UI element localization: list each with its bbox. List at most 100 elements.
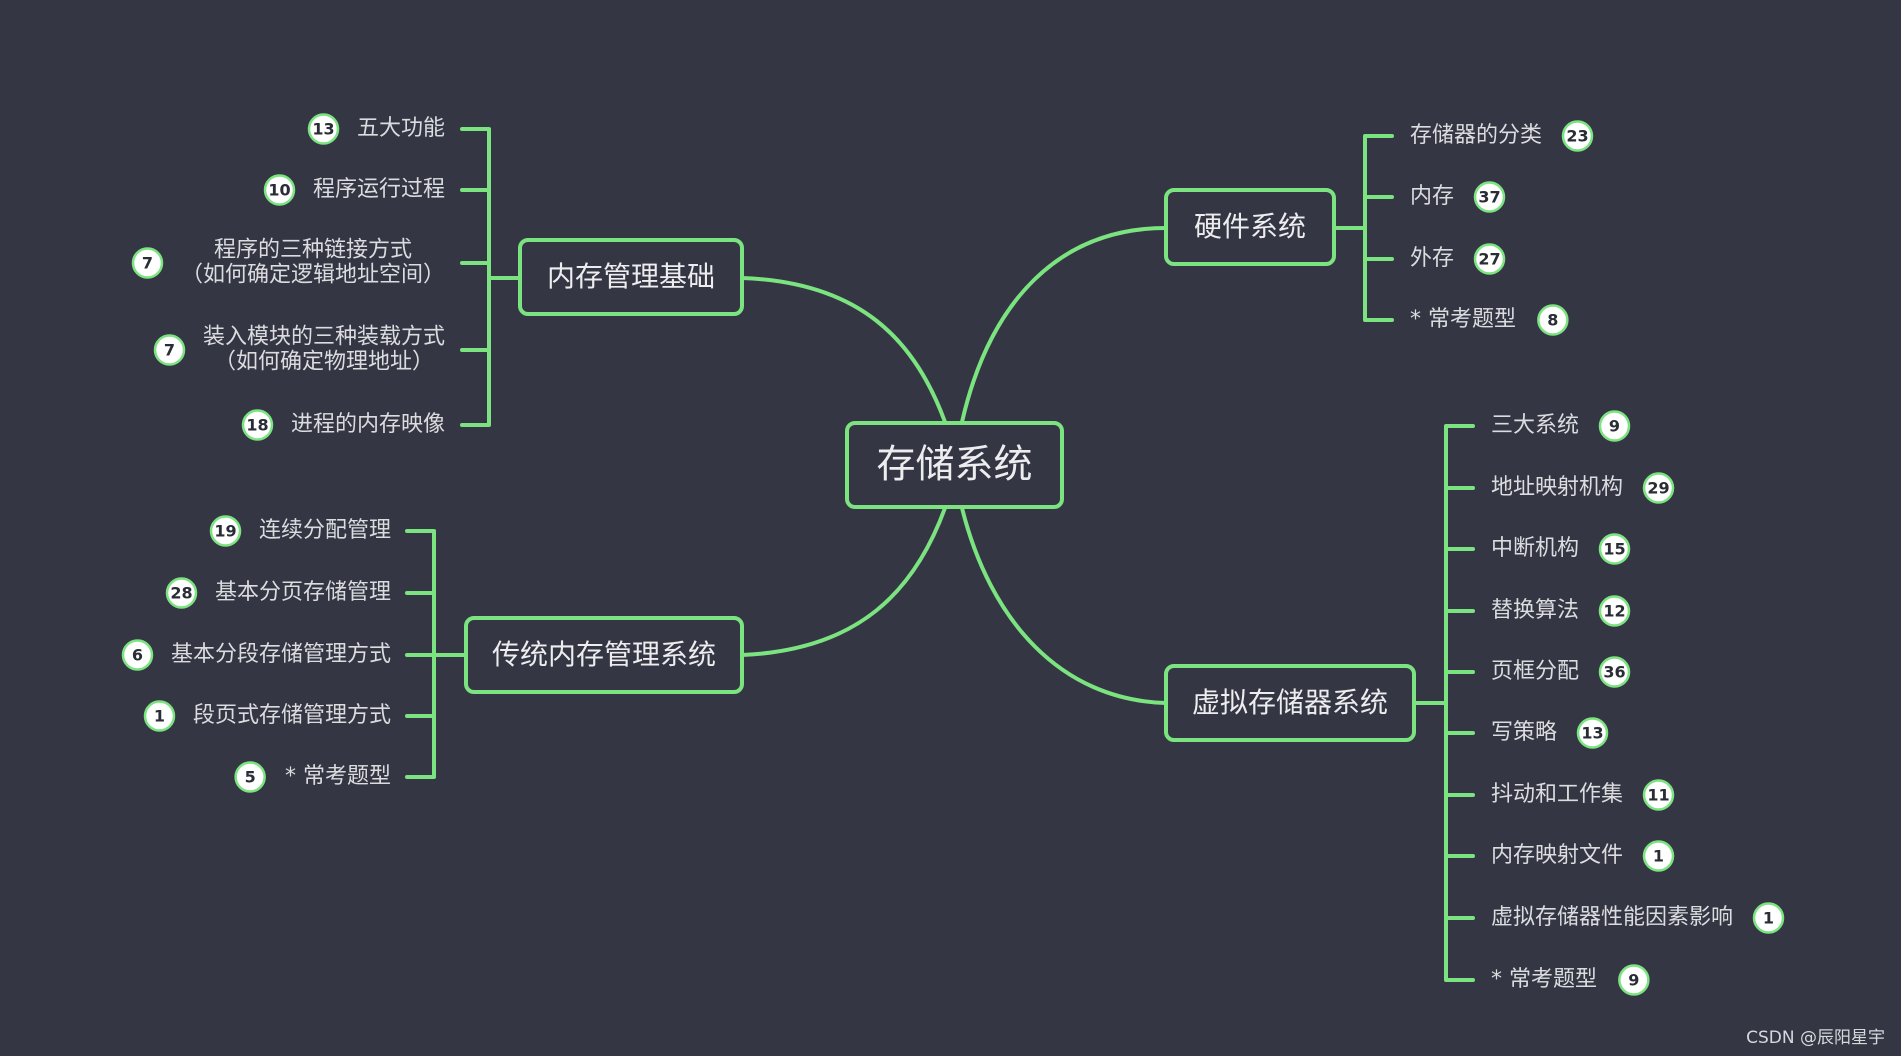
topic-hardware[interactable]: 硬件系统	[1164, 188, 1336, 266]
subtopic-label: 存储器的分类	[1410, 123, 1542, 148]
subtopic-item[interactable]: 地址映射机构 29	[1491, 472, 1675, 504]
subtopic-label: 抖动和工作集	[1491, 782, 1623, 807]
subtopic-item[interactable]: 基本分段存储管理方式 6	[121, 639, 391, 671]
count-badge: 1	[1642, 840, 1675, 872]
topic-traditional-memory-label: 传统内存管理系统	[492, 638, 716, 671]
topic-virtual-memory-label: 虚拟存储器系统	[1192, 686, 1388, 719]
subtopic-item[interactable]: 页框分配 36	[1491, 656, 1631, 688]
subtopic-item[interactable]: 内存映射文件 1	[1491, 840, 1675, 872]
subtopic-label: 虚拟存储器性能因素影响	[1491, 905, 1733, 930]
count-badge-value: 13	[312, 120, 334, 139]
virtual-brace	[1412, 424, 1475, 982]
count-badge: 28	[165, 577, 198, 609]
topic-hardware-label: 硬件系统	[1194, 210, 1306, 243]
subtopic-item[interactable]: 装入模块的三种装载方式（如何确定物理地址）7	[153, 325, 445, 375]
count-badge: 36	[1598, 656, 1631, 688]
subtopic-label: （如何确定物理地址）	[214, 350, 434, 375]
count-badge-value: 13	[1581, 724, 1603, 743]
subtopic-item[interactable]: 连续分配管理 19	[209, 515, 391, 547]
subtopic-label: 基本分段存储管理方式	[171, 642, 391, 667]
root-node[interactable]: 存储系统	[845, 421, 1064, 509]
subtopic-item[interactable]: * 常考题型 8	[1410, 304, 1569, 336]
subtopic-label: 进程的内存映像	[291, 412, 445, 437]
count-badge: 15	[1598, 533, 1631, 565]
subtopic-item[interactable]: * 常考题型 5	[234, 761, 391, 793]
topic-memory-basics-label: 内存管理基础	[547, 260, 715, 293]
topic-memory-basics[interactable]: 内存管理基础	[518, 238, 744, 316]
count-badge: 37	[1473, 181, 1506, 213]
count-badge-value: 6	[132, 646, 143, 665]
subtopic-label: 连续分配管理	[259, 518, 391, 543]
count-badge-value: 29	[1647, 479, 1669, 498]
subtopic-label: * 常考题型	[1410, 307, 1516, 332]
subtopic-item[interactable]: 替换算法 12	[1491, 595, 1631, 627]
subtopic-label: 程序运行过程	[313, 177, 445, 202]
connector-root-virtual	[960, 506, 1168, 705]
subtopic-label: 替换算法	[1491, 598, 1579, 623]
subtopic-item[interactable]: 基本分页存储管理 28	[165, 577, 391, 609]
count-badge-value: 15	[1603, 540, 1625, 559]
hardware-brace	[1332, 134, 1394, 322]
subtopic-label: 内存映射文件	[1491, 843, 1623, 868]
count-badge-value: 28	[170, 584, 192, 603]
subtopic-item[interactable]: 程序运行过程 10	[263, 174, 445, 206]
count-badge: 5	[234, 761, 266, 793]
count-badge: 27	[1473, 243, 1506, 275]
count-badge: 29	[1642, 472, 1675, 504]
count-badge-value: 27	[1478, 250, 1500, 269]
root-label: 存储系统	[876, 443, 1032, 488]
subtopic-label: 内存	[1410, 184, 1454, 209]
count-badge: 1	[143, 700, 176, 732]
subtopic-label: 段页式存储管理方式	[193, 703, 391, 728]
topic-virtual-memory[interactable]: 虚拟存储器系统	[1164, 664, 1416, 742]
subtopic-label: 三大系统	[1491, 413, 1579, 438]
count-badge-value: 9	[1609, 417, 1620, 436]
subtopic-item[interactable]: 内存 37	[1410, 181, 1506, 213]
subtopic-item[interactable]: * 常考题型 9	[1491, 964, 1650, 996]
count-badge: 12	[1598, 595, 1631, 627]
count-badge-value: 12	[1603, 602, 1625, 621]
count-badge: 8	[1537, 304, 1569, 336]
count-badge: 9	[1598, 410, 1631, 442]
connector-root-hardware	[960, 226, 1168, 424]
subtopic-label: 地址映射机构	[1491, 475, 1623, 500]
subtopic-label: * 常考题型	[1491, 967, 1597, 992]
subtopic-item[interactable]: 外存 27	[1410, 243, 1506, 275]
subtopic-item[interactable]: 存储器的分类 23	[1410, 120, 1594, 152]
count-badge-value: 11	[1647, 786, 1669, 805]
subtopic-label: * 常考题型	[285, 764, 391, 789]
subtopic-label: 中断机构	[1491, 536, 1579, 561]
count-badge-value: 19	[214, 522, 236, 541]
subtopic-item[interactable]: 抖动和工作集 11	[1491, 779, 1675, 811]
subtopic-label: 页框分配	[1491, 659, 1579, 684]
count-badge: 10	[263, 174, 296, 206]
connector-root-traditional	[740, 506, 947, 657]
count-badge-value: 36	[1603, 663, 1625, 682]
subtopic-item[interactable]: 三大系统 9	[1491, 410, 1631, 442]
subtopic-item[interactable]: 中断机构 15	[1491, 533, 1631, 565]
count-badge-value: 8	[1547, 311, 1558, 330]
subtopic-label: 外存	[1410, 246, 1454, 271]
count-badge: 13	[307, 113, 340, 145]
count-badge: 9	[1618, 964, 1650, 996]
count-badge-value: 23	[1566, 127, 1588, 146]
subtopic-item[interactable]: 段页式存储管理方式 1	[143, 700, 391, 732]
count-badge: 11	[1642, 779, 1675, 811]
subtopic-item[interactable]: 程序的三种链接方式（如何确定逻辑地址空间）7	[131, 238, 445, 288]
subtopic-label: 基本分页存储管理	[215, 580, 391, 605]
count-badge-value: 7	[142, 254, 153, 273]
count-badge: 7	[131, 247, 164, 279]
count-badge: 13	[1576, 717, 1609, 749]
hardware-subtopics: 存储器的分类 23 内存 37 外存 27 * 常考题型 8	[1332, 120, 1594, 336]
count-badge-value: 10	[268, 181, 290, 200]
count-badge-value: 1	[1653, 847, 1664, 866]
topic-traditional-memory[interactable]: 传统内存管理系统	[464, 616, 744, 694]
subtopic-label: 装入模块的三种装载方式	[203, 325, 445, 350]
